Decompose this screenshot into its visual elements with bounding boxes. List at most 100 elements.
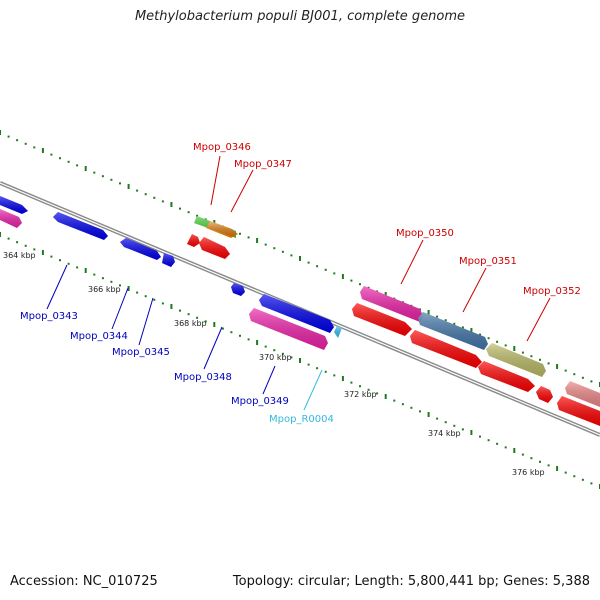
minor-tick — [504, 344, 507, 347]
feature-shade — [410, 330, 482, 368]
minor-tick — [230, 331, 233, 334]
upper-tick-dots — [0, 130, 600, 387]
major-tick — [470, 328, 473, 333]
minor-tick — [401, 403, 404, 406]
gene-label-mpop-0346[interactable]: Mpop_0346 — [193, 142, 251, 153]
gene-label-mpop-0350[interactable]: Mpop_0350 — [396, 228, 454, 239]
minor-tick — [187, 211, 190, 214]
gene-label-mpop-0347[interactable]: Mpop_0347 — [234, 159, 292, 170]
kbp-label: 366 kbp — [88, 285, 121, 294]
minor-tick — [444, 319, 447, 322]
major-tick — [127, 286, 130, 291]
gene-label-mpop-0352[interactable]: Mpop_0352 — [523, 286, 581, 297]
minor-tick — [461, 326, 464, 329]
minor-tick — [7, 237, 10, 240]
gene-labels: Mpop_0346 Mpop_0347 Mpop_0350 Mpop_0351 … — [20, 142, 581, 425]
minor-tick — [307, 363, 310, 366]
major-tick — [127, 184, 130, 189]
minor-tick — [573, 475, 576, 478]
gene-label-mpop-0351[interactable]: Mpop_0351 — [459, 256, 517, 267]
minor-tick — [350, 381, 353, 384]
gene-label-mpop-0349[interactable]: Mpop_0349 — [231, 396, 289, 407]
minor-tick — [376, 392, 379, 395]
minor-tick — [590, 380, 593, 383]
major-tick — [41, 148, 44, 153]
minor-tick — [110, 280, 113, 283]
minor-tick — [504, 446, 507, 449]
minor-tick — [316, 265, 319, 268]
feature-shade — [536, 386, 553, 403]
minor-tick — [24, 142, 27, 145]
gene-label-mpop-0348[interactable]: Mpop_0348 — [174, 372, 232, 383]
minor-tick — [393, 399, 396, 402]
major-tick — [170, 202, 173, 207]
minor-tick — [564, 471, 567, 474]
feature-shade — [486, 343, 546, 377]
minor-tick — [487, 439, 490, 442]
major-tick — [513, 346, 516, 351]
accession-text: Accession: NC_010725 — [10, 574, 158, 589]
minor-tick — [239, 334, 241, 337]
major-tick — [84, 166, 87, 171]
minor-tick — [487, 337, 490, 340]
minor-tick — [453, 424, 456, 427]
minor-tick — [367, 286, 370, 289]
gene-label-mpop-0344[interactable]: Mpop_0344 — [70, 331, 128, 342]
minor-tick — [496, 340, 499, 343]
feature-shade — [418, 312, 488, 350]
minor-tick — [324, 370, 327, 373]
feature-shade — [199, 237, 230, 259]
major-tick — [0, 130, 1, 135]
minor-tick — [93, 273, 96, 276]
feature-shade — [249, 308, 328, 350]
kbp-label: 374 kbp — [428, 429, 461, 438]
minor-tick — [290, 356, 293, 359]
minor-tick — [539, 460, 541, 463]
lower-tick-dots — [0, 232, 600, 489]
minor-tick — [539, 358, 541, 361]
major-tick — [84, 268, 87, 273]
minor-tick — [93, 171, 96, 174]
minor-tick — [264, 345, 267, 348]
minor-tick — [444, 421, 447, 424]
kbp-label: 370 kbp — [259, 353, 292, 362]
feature-shade — [565, 381, 600, 407]
minor-tick — [67, 262, 70, 265]
minor-tick — [196, 316, 199, 319]
minor-tick — [136, 291, 139, 294]
minor-tick — [221, 327, 224, 330]
minor-tick — [316, 367, 319, 370]
minor-tick — [119, 284, 121, 287]
feature-shade — [557, 396, 600, 426]
minor-tick — [436, 417, 439, 420]
minor-tick — [419, 410, 421, 413]
minor-tick — [161, 200, 164, 203]
gene-label-mpop-0343[interactable]: Mpop_0343 — [20, 311, 78, 322]
major-tick — [170, 304, 173, 309]
minor-tick — [530, 355, 533, 358]
minor-tick — [333, 374, 336, 377]
minor-tick — [110, 178, 113, 181]
minor-tick — [547, 464, 550, 467]
feature-shade — [187, 234, 200, 247]
minor-tick — [136, 189, 139, 192]
major-tick — [256, 238, 259, 243]
minor-tick — [179, 309, 181, 312]
feature-shade — [360, 286, 423, 322]
minor-tick — [581, 478, 584, 481]
minor-tick — [196, 214, 199, 217]
minor-tick — [461, 428, 464, 431]
feature-shade — [53, 212, 108, 240]
minor-tick — [453, 322, 456, 325]
gene-label-mpop-0345[interactable]: Mpop_0345 — [112, 347, 170, 358]
gene-label-mpop-r0004[interactable]: Mpop_R0004 — [269, 414, 334, 425]
major-tick — [556, 364, 559, 369]
feature-shade — [352, 303, 412, 336]
minor-tick — [59, 157, 61, 160]
major-tick — [341, 376, 344, 381]
minor-tick — [33, 146, 36, 149]
minor-tick — [59, 259, 61, 262]
kbp-label: 376 kbp — [512, 468, 545, 477]
minor-tick — [264, 243, 267, 246]
